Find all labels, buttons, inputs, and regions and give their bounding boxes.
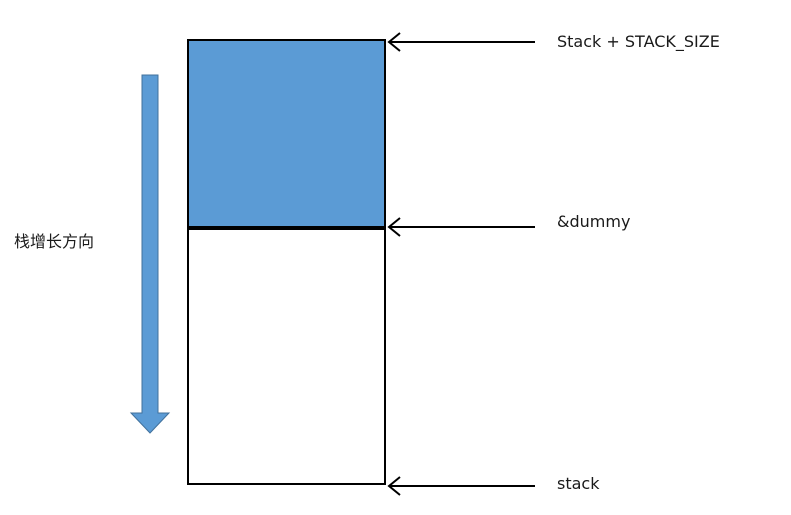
stack-used-region — [187, 39, 386, 229]
label-dummy: &dummy — [557, 212, 631, 231]
label-stack-top: Stack + STACK_SIZE — [557, 32, 720, 51]
pointer-arrow-stack-top — [387, 32, 535, 52]
pointer-arrow-stack-base — [387, 476, 535, 496]
label-stack-base: stack — [557, 474, 600, 493]
stack-free-region — [187, 227, 386, 485]
label-growth-direction: 栈增长方向 — [14, 232, 95, 251]
growth-direction-arrow — [129, 74, 171, 434]
pointer-arrow-dummy — [387, 217, 535, 237]
